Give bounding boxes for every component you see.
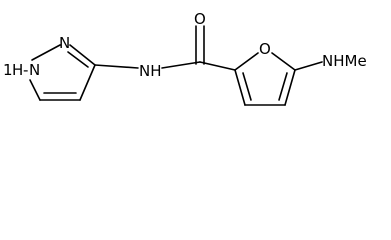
- label-n1-locant: 1: [3, 61, 13, 79]
- bond-c5-n1: [29, 79, 41, 101]
- bond-c3-nh: [94, 64, 139, 69]
- bond-c3-c4: [79, 64, 96, 101]
- label-n2: N: [59, 34, 70, 52]
- structure-diagram: 1 H - N N NH O O NHMe: [3, 10, 367, 106]
- label-furan-o: O: [259, 40, 271, 58]
- molecule-drawing: 1 H - N N NH O O NHMe: [3, 10, 367, 106]
- pyrazole-ring: [29, 44, 96, 101]
- bond-c5-c4: [284, 69, 296, 106]
- label-amide-nh: NH: [139, 62, 162, 80]
- bond-n1-n2: [31, 44, 61, 61]
- bond-c5-c4-inner: [278, 72, 288, 101]
- bond-nh-carbonyl: [161, 61, 201, 69]
- bond-n2-c3-inner: [67, 51, 89, 68]
- bond-c2-o1: [234, 52, 259, 71]
- atom-labels: 1 H - N N NH O O NHMe: [3, 10, 367, 80]
- label-n1-h: H: [12, 61, 23, 79]
- bond-n2-c3: [69, 44, 96, 66]
- bond-o1-c5: [271, 52, 296, 71]
- amide-linker: [94, 25, 236, 71]
- label-n1: N: [29, 61, 40, 79]
- bond-c3-c2-inner: [242, 72, 252, 101]
- label-n1-bond: -: [23, 61, 28, 79]
- furan-ring: [234, 52, 296, 106]
- label-carbonyl-o: O: [194, 10, 206, 28]
- bond-c3-c2: [234, 69, 246, 106]
- bond-carbonyl-furan: [199, 61, 236, 71]
- bond-furan-nhme: [294, 61, 323, 71]
- label-methylamino: NHMe: [322, 52, 367, 70]
